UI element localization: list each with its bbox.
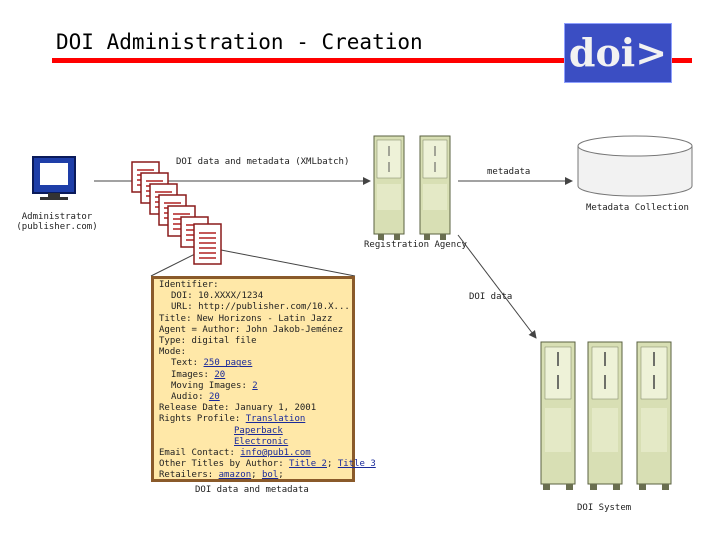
record-url: URL: http://publisher.com/10.X... [171, 302, 350, 313]
record-mode-text: Text: 250 pages [171, 358, 253, 369]
text-pages-link[interactable]: 250 pages [203, 358, 253, 369]
record-mode-images: Images: 20 [171, 369, 226, 380]
callout-right [220, 249, 356, 277]
label-administrator: Administrator (publisher.com) [12, 212, 102, 232]
record-retailers: Retailers: amazon; bol; [159, 470, 284, 481]
rights-paperback-link[interactable]: Paperback [234, 425, 283, 436]
record-agent: Agent = Author: John Jakob-Jeménez [159, 324, 344, 335]
label-doi-system: DOI System [577, 503, 632, 513]
images-link[interactable]: 20 [214, 369, 226, 380]
database-icon [577, 135, 693, 197]
retailer-amazon-link[interactable]: amazon [218, 470, 252, 481]
server-icon [373, 135, 405, 240]
server-icon [540, 341, 576, 490]
record-mode-audio: Audio: 20 [171, 392, 220, 403]
label-administrator-org: (publisher.com) [16, 222, 98, 232]
label-doi-data-xml: DOI data and metadata (XMLbatch) [176, 157, 350, 167]
rights-translation-link[interactable]: Translation [245, 414, 306, 425]
server-icon [636, 341, 672, 490]
record-release-date: Release Date: January 1, 2001 [159, 403, 317, 414]
record-mode-label: Mode: [159, 347, 187, 358]
record-title: Title: New Horizons - Latin Jazz [159, 313, 333, 324]
label-metadata-collection: Metadata Collection [586, 203, 689, 213]
server-icon [587, 341, 623, 490]
record-other-titles: Other Titles by Author: Title 2; Title 3 [159, 459, 376, 470]
page-title: DOI Administration - Creation [56, 30, 423, 54]
server-icon [419, 135, 451, 240]
other-title-2-link[interactable]: Title 2 [289, 459, 327, 470]
computer-icon [32, 156, 76, 200]
label-doi-data: DOI data [469, 292, 513, 302]
moving-images-link[interactable]: 2 [252, 380, 258, 391]
label-doi-data-and-metadata: DOI data and metadata [195, 485, 309, 495]
arrow-agency-to-doisystem [457, 234, 537, 339]
label-registration-agency: Registration Agency [364, 240, 467, 250]
retailer-bol-link[interactable]: bol [261, 470, 279, 481]
record-email: Email Contact: info@pub1.com [159, 448, 311, 459]
email-contact-link[interactable]: info@pub1.com [240, 448, 311, 459]
other-title-3-link[interactable]: Title 3 [337, 459, 376, 470]
title-underline [52, 58, 692, 63]
label-administrator-name: Administrator [21, 212, 93, 222]
record-detail-panel [151, 276, 355, 482]
record-identifier-label: Identifier: [159, 280, 219, 290]
record-detail-text: Identifier: DOI: 10.XXXX/1234 URL: http:… [159, 280, 376, 482]
audio-link[interactable]: 20 [208, 392, 220, 403]
record-mode-moving: Moving Images: 2 [171, 380, 258, 391]
doi-logo: doi> [564, 23, 672, 83]
record-rights: Rights Profile: Translation [159, 414, 306, 425]
label-metadata: metadata [487, 167, 531, 177]
record-type: Type: digital file [159, 336, 257, 347]
document-stack-icon [131, 161, 222, 265]
rights-electronic-link[interactable]: Electronic [234, 436, 289, 447]
record-doi: DOI: 10.XXXX/1234 [171, 291, 264, 302]
